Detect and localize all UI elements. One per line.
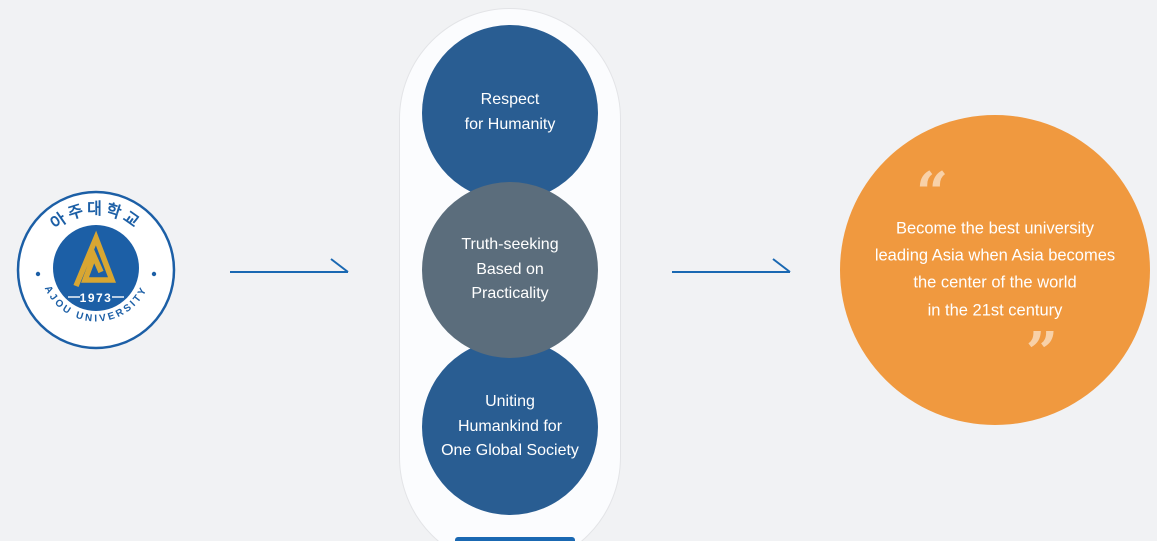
value-line: Based on xyxy=(476,260,544,278)
value-line: Truth-seeking xyxy=(461,235,559,253)
value-line: Respect xyxy=(480,91,540,109)
right-arrow-icon xyxy=(672,258,791,273)
value-line: Humankind for xyxy=(457,417,563,435)
vision-statement: Become the best university leading Asia … xyxy=(840,216,1150,325)
value-circle-uniting-humankind: Uniting Humankind for One Global Society xyxy=(422,339,598,515)
vision-line: in the 21st century xyxy=(927,301,1063,320)
value-line: for Humanity xyxy=(464,116,556,133)
vision-line: leading Asia when Asia becomes xyxy=(874,246,1116,265)
right-arrow-icon xyxy=(230,258,349,273)
vision-line: the center of the world xyxy=(913,274,1077,292)
open-quote-icon: “ xyxy=(916,160,949,226)
value-line: One Global Society xyxy=(441,442,579,460)
value-line: Practicality xyxy=(471,285,549,303)
vision-line: Become the best university xyxy=(895,219,1095,238)
ajou-university-seal-icon: 아주대학교 AJOU UNIVERSITY 1973 xyxy=(16,190,176,350)
value-circle-truth-seeking: Truth-seeking Based on Practicality xyxy=(422,182,598,358)
ajou-emblem-icon xyxy=(73,230,116,288)
seal-left-dot xyxy=(35,271,41,277)
value-line: Uniting xyxy=(485,392,535,410)
seal-inner-disc xyxy=(53,225,139,311)
close-quote-icon: ” xyxy=(1025,320,1058,386)
seal-right-dot xyxy=(151,271,157,277)
vision-circle: “ Become the best university leading Asi… xyxy=(840,115,1150,425)
value-circle-respect-for-humanity: Respect for Humanity xyxy=(422,25,598,201)
bottom-section-peek xyxy=(455,537,575,541)
ajou-university-seal: 아주대학교 AJOU UNIVERSITY 1973 xyxy=(16,190,176,350)
seal-year: 1973 xyxy=(80,291,113,305)
